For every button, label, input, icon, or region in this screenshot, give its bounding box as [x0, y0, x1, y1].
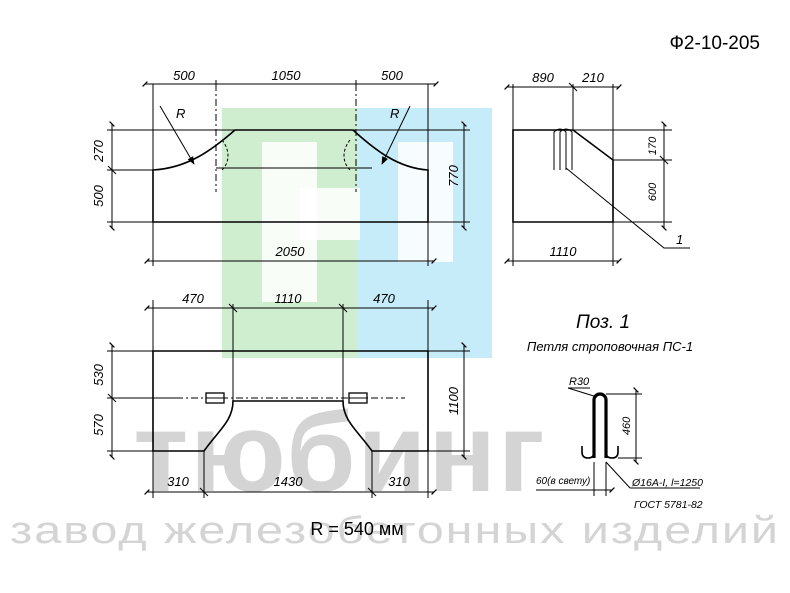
- plan-dim-bottom-2: 1430: [274, 474, 304, 489]
- front-view-hook-left: [221, 139, 229, 171]
- plan-dim-bottom-1: 310: [167, 474, 189, 489]
- watermark-tagline: завод железобетонных изделий: [10, 510, 780, 552]
- plan-dim-top-3: 470: [373, 291, 395, 306]
- detail-hook-left: [581, 440, 595, 459]
- plan-dim-right: 1100: [446, 386, 461, 415]
- side-dim-right-2: 600: [647, 182, 659, 201]
- plan-dim-top-1: 470: [182, 291, 204, 306]
- side-dim-top-1: 890: [532, 70, 554, 85]
- watermark-logo: [222, 108, 492, 358]
- plan-dim-bottom-3: 310: [388, 474, 410, 489]
- front-dim-top-2: 1050: [272, 68, 302, 83]
- front-radius-arrow-left: [159, 105, 195, 165]
- front-dim-top-1: 500: [173, 68, 195, 83]
- loop-detail: Поз. 1 Петля строповочная ПС-1 R30 460 6…: [527, 312, 703, 511]
- front-dim-right: 770: [446, 164, 461, 186]
- side-view: 890 210 170 600 1110 1: [504, 70, 690, 266]
- front-view: 500 1050 500 R R 270 500 770 2050: [91, 68, 470, 266]
- detail-hook-right: [605, 440, 619, 459]
- side-callout-leader: [565, 167, 690, 249]
- plan-dim-left-2: 570: [91, 413, 106, 435]
- detail-standard: ГОСТ 5781-82: [634, 499, 703, 511]
- radius-note: R = 540 мм: [310, 519, 403, 539]
- detail-radius-leader: [567, 387, 598, 398]
- side-view-loop-right: [559, 128, 573, 170]
- detail-radius: R30: [569, 376, 590, 388]
- side-view-loop-left: [553, 128, 567, 170]
- detail-rebar: Ø16А-I, l=1250: [631, 477, 703, 489]
- detail-height: 460: [621, 416, 633, 435]
- side-view-outline: [512, 129, 614, 223]
- watermark-brand: тюбинг: [133, 390, 546, 515]
- side-dim-bottom: 1110: [550, 244, 578, 259]
- detail-loop-shape: [592, 392, 608, 458]
- front-dim-bottom: 2050: [275, 244, 306, 259]
- front-view-hook-right: [343, 139, 351, 171]
- detail-subtitle: Петля строповочная ПС-1: [527, 339, 693, 354]
- front-radius-label-right: R: [390, 106, 399, 121]
- plan-view: 470 1110 470 530 570 1100 310 1430 310: [91, 291, 470, 498]
- side-callout-label: 1: [676, 232, 683, 247]
- logo-cyan-cutout: [398, 142, 453, 262]
- front-radius-label-left: R: [176, 106, 185, 121]
- side-dim-right-1: 170: [647, 136, 659, 155]
- detail-gap: 60(в свету): [536, 476, 590, 487]
- detail-rebar-leader: [605, 461, 631, 489]
- front-dim-top-3: 500: [381, 68, 403, 83]
- drawing-code: Ф2-10-205: [669, 33, 760, 54]
- side-dim-top-2: 210: [581, 70, 604, 85]
- front-dim-left-2: 500: [91, 184, 106, 206]
- front-radius-arrow-right: [381, 105, 411, 165]
- logo-center-cutout: [300, 188, 360, 240]
- plan-dim-top-2: 1110: [275, 291, 303, 306]
- plan-dim-left-1: 530: [91, 363, 106, 385]
- detail-title: Поз. 1: [576, 312, 630, 333]
- front-dim-left-1: 270: [91, 139, 106, 162]
